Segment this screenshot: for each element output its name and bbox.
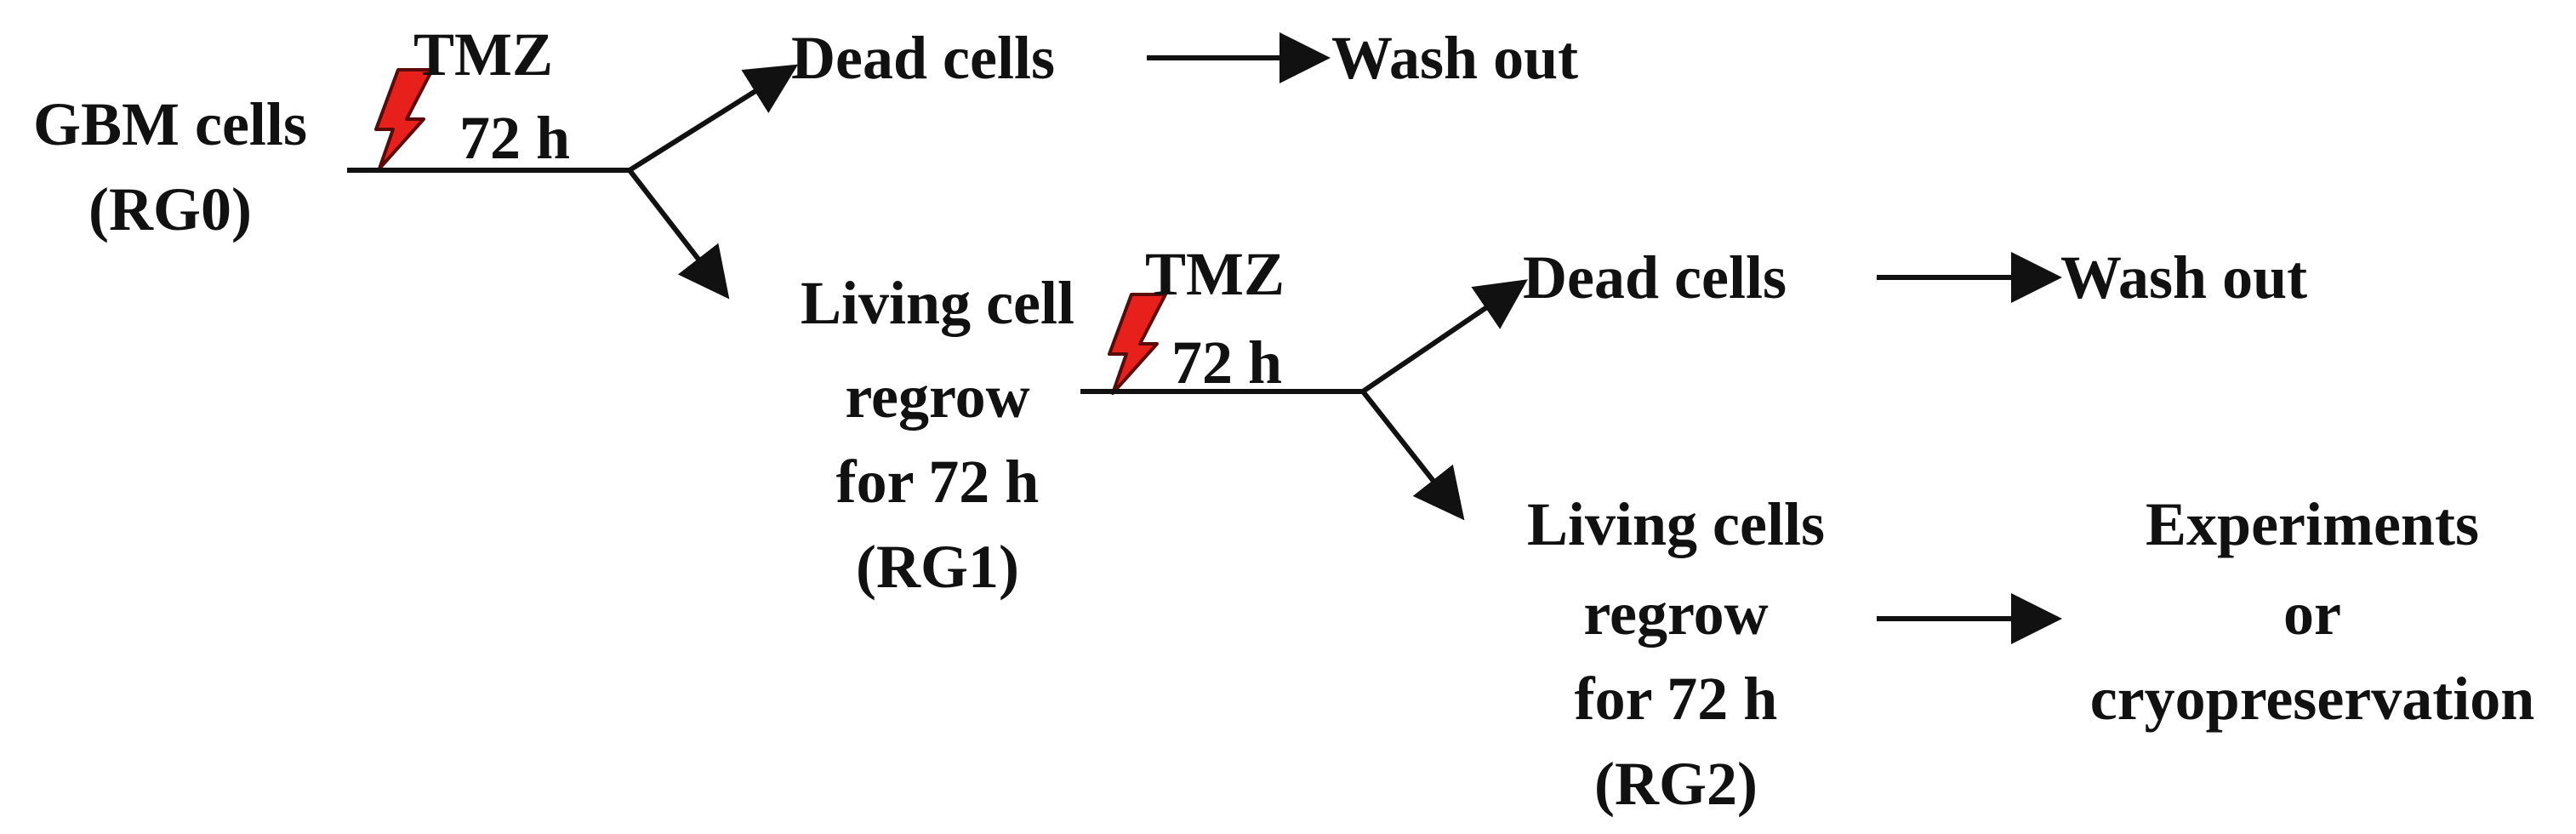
stage2-label-line3: for 72 h (1575, 665, 1778, 733)
stage2-label-line4: (RG2) (1594, 750, 1758, 818)
branch2-dead-arrow (1361, 279, 1528, 394)
stage1-label-line2: regrow (845, 363, 1029, 431)
stage1-label-line3: for 72 h (836, 448, 1040, 516)
treatment2-drug-label: TMZ (1145, 240, 1285, 308)
lightning-bolt-icon (374, 68, 434, 170)
stage2-label-line2: regrow (1583, 580, 1768, 648)
branch1-washout-label: Wash out (1331, 24, 1578, 92)
treatment1-drug-label: TMZ (413, 20, 553, 89)
lightning-bolt-icon (1108, 293, 1167, 395)
branch1-living-arrow (627, 169, 730, 300)
stage0-label-line1: GBM cells (33, 90, 307, 158)
branch2-living-arrow (1360, 390, 1465, 521)
treatment1-duration-label: 72 h (459, 104, 570, 172)
final-label-line3: cryopreservation (2090, 665, 2535, 733)
final-label-line1: Experiments (2146, 490, 2479, 558)
final-label-line2: or (2283, 580, 2341, 648)
stage1-label-line1: Living cell (801, 269, 1074, 337)
branch1-dead-arrow (628, 64, 799, 173)
stage0-label-line2: (RG0) (88, 175, 252, 243)
stage2-label-line1: Living cells (1527, 490, 1825, 558)
stage1-label-line4: (RG1) (856, 533, 1019, 601)
branch2-dead-label: Dead cells (1523, 243, 1787, 311)
branch1-dead-label: Dead cells (791, 24, 1055, 92)
branch2-washout-label: Wash out (2060, 243, 2307, 311)
treatment2-duration-label: 72 h (1171, 328, 1282, 397)
